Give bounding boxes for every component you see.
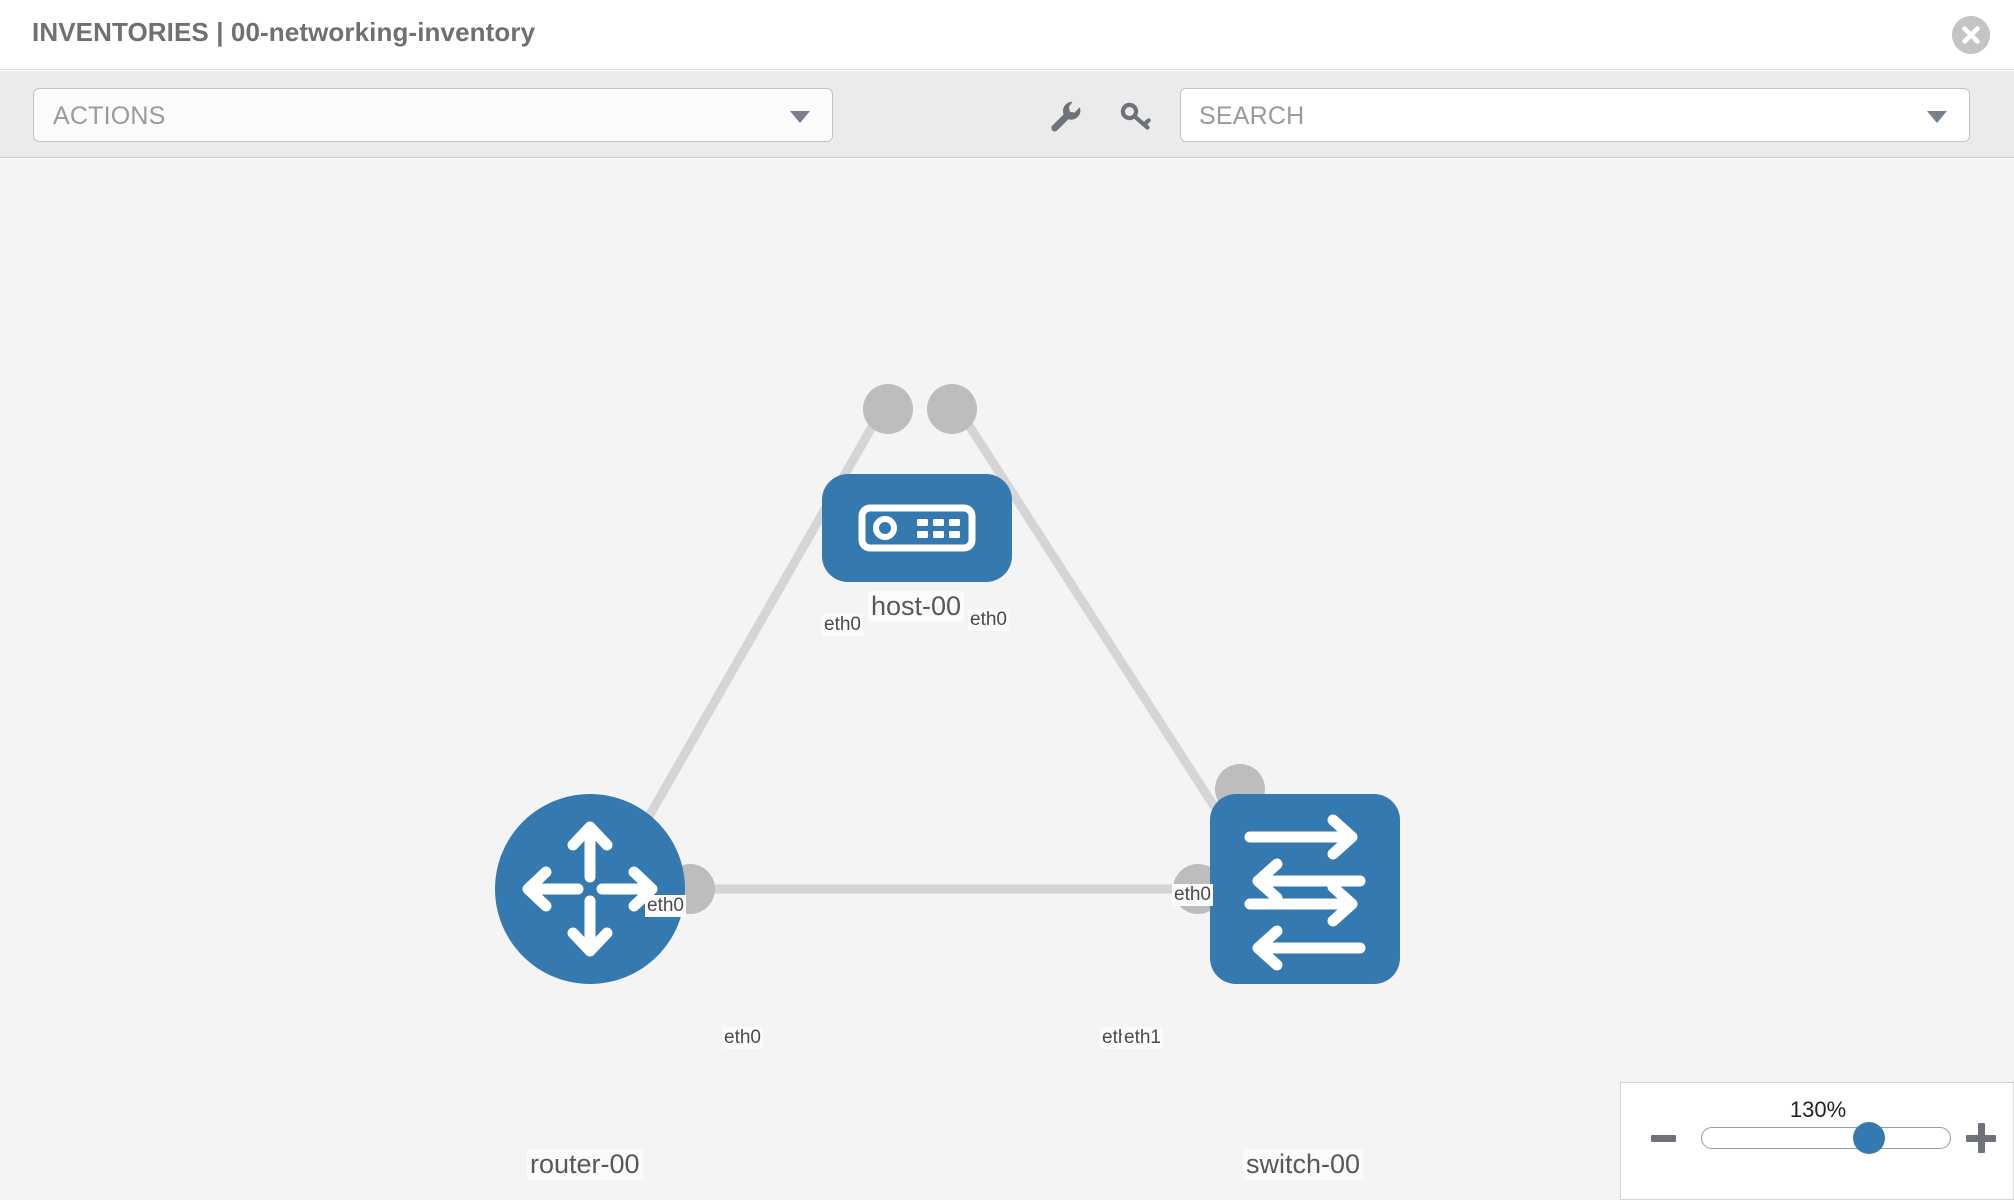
- chevron-down-icon: [790, 111, 810, 123]
- toolbar: ACTIONS SEARCH: [0, 71, 2014, 158]
- window-header: INVENTORIES | 00-networking-inventory: [0, 0, 2014, 70]
- topology-canvas[interactable]: host-00 router-00 switch-00 eth0 eth0 et…: [0, 159, 2014, 1200]
- zoom-percent-label: 130%: [1789, 1097, 1847, 1122]
- close-icon[interactable]: [1952, 16, 1990, 54]
- topology-links: [608, 396, 1252, 894]
- page-title: INVENTORIES | 00-networking-inventory: [32, 17, 536, 47]
- node-label-switch-00: switch-00: [1243, 1149, 1364, 1180]
- port-label: eth0: [1172, 884, 1213, 906]
- zoom-in-button[interactable]: [1966, 1123, 1996, 1153]
- port-label: eth0: [645, 895, 686, 917]
- zoom-control-panel: 130%: [1620, 1082, 2014, 1200]
- wrench-icon[interactable]: [1046, 97, 1084, 135]
- port-label: eth1: [1122, 1027, 1163, 1049]
- node-router-00: [495, 794, 685, 984]
- topology-ports: [665, 384, 1265, 914]
- chevron-down-icon[interactable]: [1927, 111, 1947, 123]
- zoom-slider-track[interactable]: [1701, 1127, 1951, 1149]
- search-placeholder: SEARCH: [1199, 102, 1305, 130]
- zoom-out-button[interactable]: [1651, 1135, 1676, 1142]
- actions-dropdown[interactable]: ACTIONS: [33, 88, 833, 142]
- zoom-slider-thumb[interactable]: [1853, 1122, 1885, 1154]
- port-label: eth0: [968, 609, 1009, 631]
- actions-dropdown-label: ACTIONS: [53, 102, 166, 130]
- node-host-00: [822, 474, 1012, 582]
- node-label-host-00: host-00: [868, 591, 965, 622]
- node-switch-00: [1210, 794, 1400, 984]
- search-input[interactable]: SEARCH: [1180, 88, 1970, 142]
- port-label: eth0: [722, 1027, 763, 1049]
- node-label-router-00: router-00: [527, 1149, 643, 1180]
- key-icon[interactable]: [1116, 97, 1154, 135]
- port-label: eth0: [822, 614, 863, 636]
